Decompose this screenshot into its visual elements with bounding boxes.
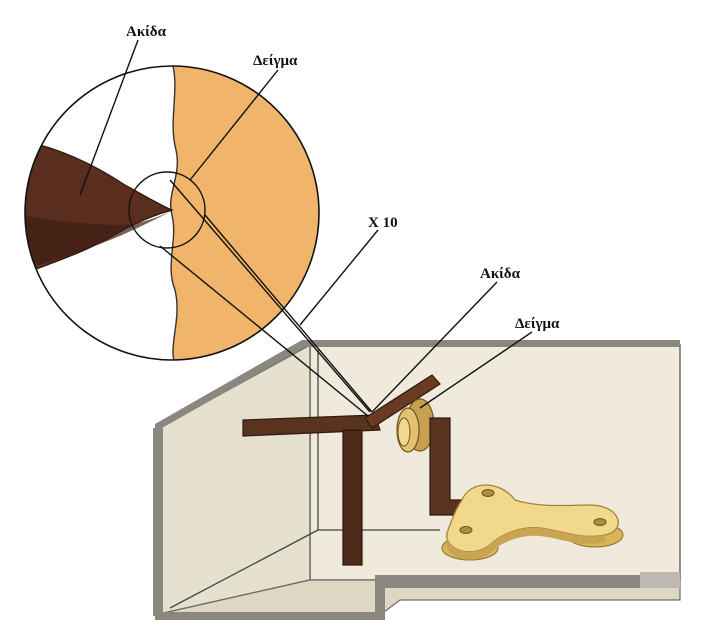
tip-holder: [242, 374, 441, 566]
sample-disc-face: [397, 417, 411, 447]
leader-tip: [371, 281, 498, 413]
zoom-circle-outline: [24, 65, 320, 361]
tripod-stage: [441, 484, 624, 561]
label-sample-zoom: Δείγμα: [253, 53, 298, 69]
screw-right: [593, 518, 607, 526]
labels: Ακίδα Δείγμα X 10 Ακίδα Δείγμα: [126, 24, 560, 332]
box-bottom-rim: [155, 612, 385, 620]
leader-sample-zoom: [189, 69, 279, 181]
label-sample: Δείγμα: [515, 316, 560, 332]
zoom-circle: [24, 65, 320, 361]
projection-line-right: [204, 214, 373, 413]
box-step: [375, 575, 680, 615]
leader-tip-zoom: [79, 39, 139, 196]
projection-line-bottom: [159, 245, 369, 417]
label-tip-zoom: Ακίδα: [126, 24, 167, 40]
zoom-inner-circle: [128, 171, 206, 249]
zoom-sample-region: [170, 66, 319, 360]
screw-top: [481, 489, 495, 497]
screw-left: [459, 526, 473, 534]
projection-line-top: [169, 179, 371, 413]
leader-sample: [419, 331, 533, 409]
box-right-shadow: [640, 572, 680, 588]
label-magnification: X 10: [368, 215, 398, 231]
leader-magnification: [299, 229, 379, 326]
inner-floor-edge: [169, 529, 319, 609]
enclosure-box: [153, 340, 681, 620]
stage-plate-edge: [446, 527, 605, 560]
projection-lines: [159, 179, 373, 417]
leader-lines: [79, 39, 533, 413]
holder-vertical: [342, 429, 363, 566]
tip-arm: [364, 374, 441, 429]
box-rim-left: [153, 428, 163, 616]
label-tip: Ακίδα: [480, 266, 521, 282]
